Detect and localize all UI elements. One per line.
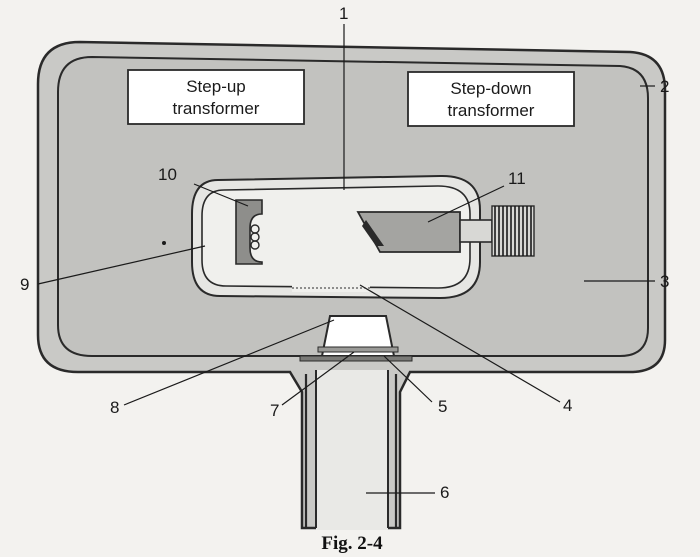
cooling-fins [491,205,535,257]
tube-window [292,282,370,292]
step-down-transformer-box [407,71,575,127]
callout-9: 9 [20,275,29,294]
callout-10: 10 [158,165,177,184]
port-channel [316,370,388,530]
step-up-line2: transformer [173,99,260,118]
callout-4: 4 [563,396,572,415]
filament-icon [250,224,260,250]
callout-1: 1 [339,4,348,23]
cathode-cup [235,199,263,265]
filter-plate-seal [299,355,413,362]
step-down-line1: Step-down [450,79,531,98]
callout-8: 8 [110,398,119,417]
anode-target [362,220,384,246]
callout-5: 5 [438,397,447,416]
figure-caption: Fig. 2-4 [321,533,383,554]
callout-7: 7 [270,401,279,420]
callout-6: 6 [440,483,449,502]
filter-plate-aluminum [317,346,399,353]
anode-stem [459,219,493,243]
callout-11: 11 [508,169,526,188]
leader-lines [37,24,655,494]
step-up-line1: Step-up [186,77,246,96]
callout-2: 2 [660,77,669,96]
tube-port-neck [304,374,398,528]
callout-3: 3 [660,272,669,291]
step-up-transformer-box [127,69,305,125]
step-down-line2: transformer [448,101,535,120]
